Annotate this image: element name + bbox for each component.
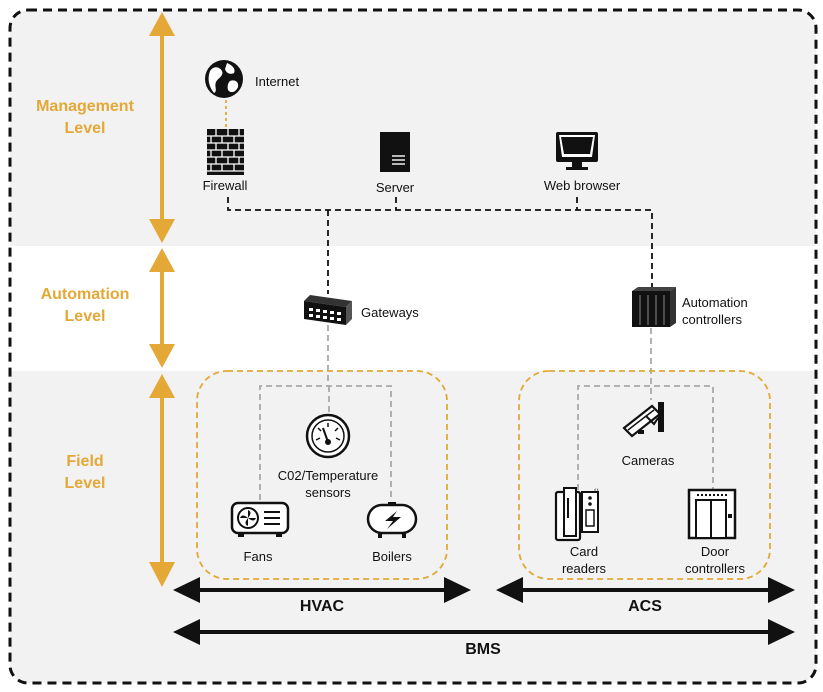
bms-label: BMS bbox=[465, 641, 501, 658]
automation-controllers-label: Automation controllers bbox=[682, 294, 748, 328]
acs-label: ACS bbox=[628, 598, 662, 615]
card-reader-icon: ‹› bbox=[554, 487, 599, 542]
web-browser-label: Web browser bbox=[543, 178, 621, 193]
field-lines bbox=[259, 325, 714, 500]
internet-label: Internet bbox=[255, 74, 300, 89]
camera-icon bbox=[622, 402, 664, 438]
door-controllers-line1: Door bbox=[700, 544, 730, 559]
fan-unit-icon bbox=[230, 501, 290, 537]
fans-label: Fans bbox=[243, 549, 273, 564]
gateways-label: Gateways bbox=[361, 305, 419, 320]
automation-controllers-line1: Automation bbox=[682, 295, 748, 310]
sensors-line1: C02/Temperature bbox=[277, 468, 379, 483]
globe-icon bbox=[205, 60, 243, 98]
gateway-icon bbox=[304, 295, 352, 325]
automation-level-line1: Automation bbox=[40, 286, 130, 303]
sensors-label: C02/Temperature sensors bbox=[258, 467, 398, 501]
acs-group-box bbox=[518, 370, 771, 580]
automation-level-line2: Level bbox=[64, 308, 106, 325]
management-level-line2: Level bbox=[64, 120, 106, 137]
boilers-label: Boilers bbox=[372, 549, 412, 564]
svg-text:‹›: ‹› bbox=[594, 487, 599, 494]
automation-controllers-line2: controllers bbox=[682, 312, 742, 327]
management-level-line1: Management bbox=[36, 98, 134, 115]
network-lines bbox=[225, 100, 653, 294]
field-level-label: Field Level bbox=[20, 451, 150, 495]
hvac-group-box bbox=[196, 370, 448, 580]
hvac-label: HVAC bbox=[299, 598, 345, 615]
controller-rack-icon bbox=[632, 287, 676, 327]
field-level-line2: Level bbox=[64, 475, 106, 492]
card-readers-line2: readers bbox=[561, 561, 607, 576]
hvac-arrow bbox=[173, 577, 471, 603]
cameras-label: Cameras bbox=[621, 453, 675, 468]
boiler-icon bbox=[366, 502, 418, 538]
monitor-icon bbox=[556, 132, 598, 170]
door-controllers-label: Door controllers bbox=[672, 543, 758, 577]
door-controllers-line2: controllers bbox=[685, 561, 745, 576]
elevator-door-icon bbox=[687, 488, 737, 540]
automation-level-band bbox=[10, 246, 816, 371]
level-arrows bbox=[149, 12, 175, 587]
sensors-line2: sensors bbox=[305, 485, 351, 500]
server-label: Server bbox=[375, 180, 415, 195]
server-icon bbox=[380, 132, 410, 172]
card-readers-label: Card readers bbox=[548, 543, 620, 577]
firewall-label: Firewall bbox=[202, 178, 248, 193]
card-readers-line1: Card bbox=[569, 544, 599, 559]
automation-level-label: Automation Level bbox=[20, 284, 150, 328]
outer-dashed-border bbox=[8, 8, 818, 685]
management-level-band bbox=[10, 10, 816, 246]
acs-arrow bbox=[496, 577, 795, 603]
brick-wall-icon bbox=[207, 129, 244, 175]
gauge-icon bbox=[305, 413, 351, 459]
field-level-line1: Field bbox=[66, 453, 104, 470]
management-level-label: Management Level bbox=[20, 96, 150, 140]
bms-arrow bbox=[173, 619, 795, 645]
